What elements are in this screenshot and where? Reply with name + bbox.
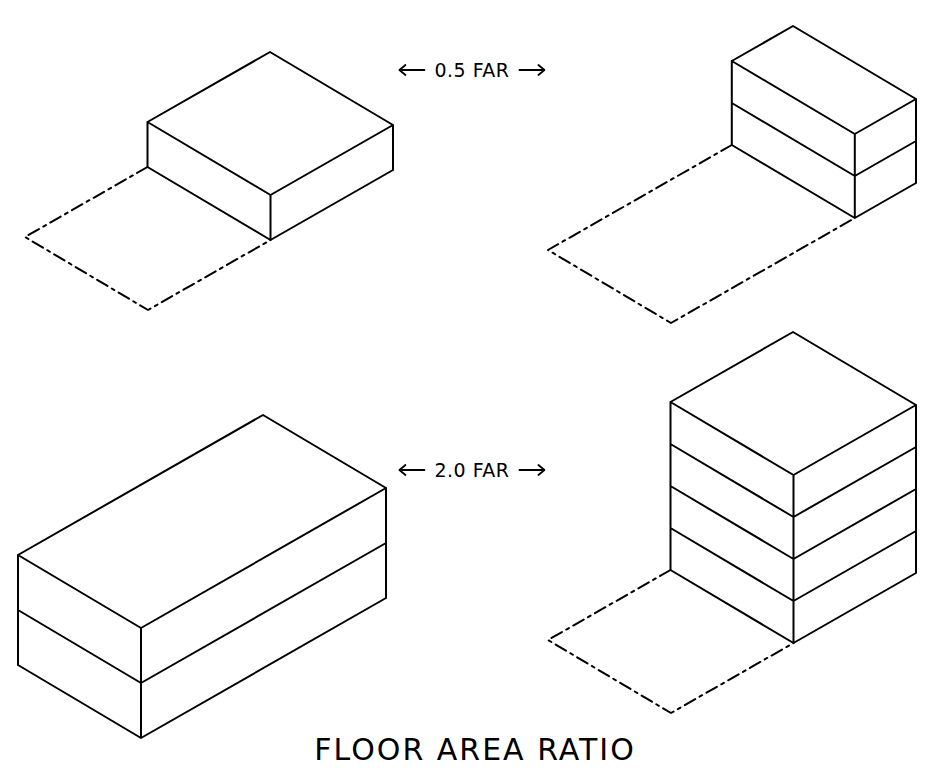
arrow-symbol <box>396 463 426 477</box>
lot-outline <box>25 167 271 310</box>
arrow-symbol <box>518 463 548 477</box>
arrow-symbol <box>518 63 548 77</box>
ratio-label: 2.0 FAR <box>396 459 547 481</box>
ratio-label: 0.5 FAR <box>396 59 547 81</box>
ratio-text: 2.0 FAR <box>432 459 511 481</box>
lot-outline <box>548 145 855 323</box>
building-massing <box>18 415 386 738</box>
building-massing <box>671 332 917 643</box>
building-massing <box>148 52 394 240</box>
ratio-text: 0.5 FAR <box>432 59 511 81</box>
arrow-symbol <box>396 63 426 77</box>
lot-outline <box>548 570 794 713</box>
diagram-title: FLOOR AREA RATIO <box>310 731 640 766</box>
building-massing <box>732 26 916 218</box>
